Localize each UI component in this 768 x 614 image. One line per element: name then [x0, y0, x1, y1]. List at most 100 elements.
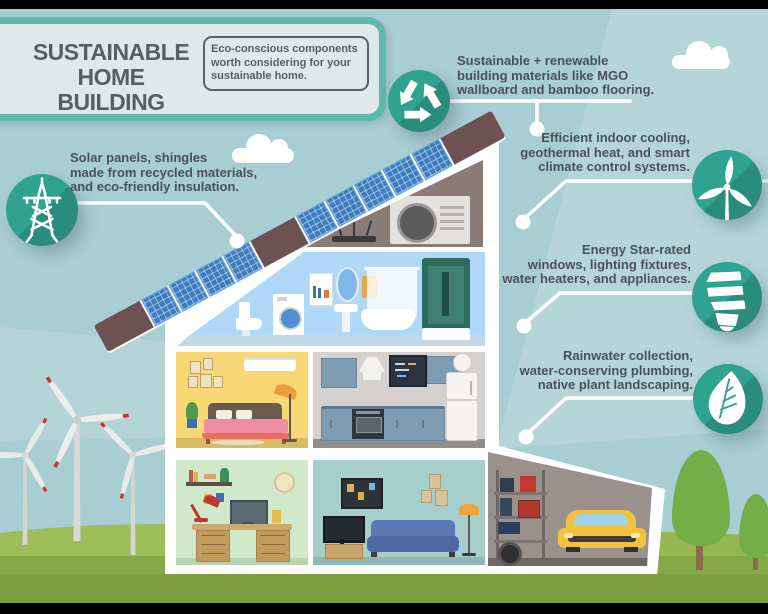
drawer-line	[261, 544, 285, 545]
wifi-router	[332, 236, 376, 242]
materials-icon-circle	[388, 70, 450, 132]
drawer-line	[201, 553, 225, 554]
title-line2: HOME BUILDING	[57, 64, 165, 115]
bed-blanket	[204, 419, 288, 433]
gas-can	[520, 476, 536, 492]
callout-materials: Sustainable + renewable building materia…	[457, 53, 655, 97]
climate-icon-circle	[692, 150, 762, 220]
room-bedroom	[176, 352, 308, 448]
tv-cabinet	[325, 544, 363, 559]
icon-shadow	[388, 70, 450, 132]
ac-unit	[244, 358, 296, 371]
living-room-floor	[313, 557, 485, 565]
pinned-note	[347, 484, 354, 492]
cabinet-handle	[396, 420, 398, 428]
hvac-vent	[440, 227, 464, 230]
bed-frame	[202, 433, 290, 439]
hvac-unit	[390, 196, 470, 244]
shower-panel	[442, 272, 449, 316]
book	[189, 470, 193, 482]
car-headlight	[564, 533, 573, 538]
letterbox-top	[0, 0, 768, 9]
oven-window	[356, 417, 382, 433]
router-antenna	[353, 218, 355, 236]
car-windshield	[574, 514, 628, 526]
sink-pedestal	[342, 312, 350, 332]
connector-water	[525, 396, 702, 436]
office-floor	[176, 558, 308, 565]
bathtub	[361, 309, 415, 330]
sofa-seat	[367, 536, 459, 552]
chalk-writing	[408, 363, 416, 365]
recycle-icon	[400, 79, 442, 123]
hvac-vent	[440, 206, 464, 209]
room-kitchen	[313, 352, 485, 448]
connector-dot	[516, 318, 532, 334]
hvac-fan	[397, 203, 437, 243]
floor-lamp-base	[283, 439, 297, 442]
callout-water: Rainwater collection, water-conserving p…	[519, 348, 693, 392]
room-garage	[488, 452, 652, 566]
cloud	[672, 41, 730, 69]
room-office	[176, 460, 308, 565]
car-wheel	[624, 547, 638, 552]
floor-lamp-pole	[289, 394, 291, 440]
countertop	[322, 406, 444, 409]
cloud	[232, 134, 294, 163]
battery-box	[498, 522, 520, 534]
toolbox	[518, 500, 540, 518]
pinned-note	[369, 483, 375, 490]
tv-stand-neck	[340, 539, 344, 544]
wind-turbine-large	[45, 376, 129, 541]
floor-lamp-base	[462, 553, 476, 556]
spare-tire	[498, 542, 522, 566]
leaf-icon	[708, 371, 746, 425]
toilet-bowl	[236, 318, 262, 330]
callout-climate: Efficient indoor cooling, geothermal hea…	[520, 130, 690, 174]
bathroom-mirror	[336, 267, 359, 302]
wall-clock	[274, 472, 295, 493]
chalkboard	[389, 355, 427, 387]
hvac-vent	[440, 213, 464, 216]
callout-solar: Solar panels, shingles made from recycle…	[70, 150, 258, 194]
range-hood	[359, 357, 385, 372]
page-title: SUSTAINABLE HOME BUILDING	[25, 40, 197, 115]
pillow	[216, 410, 232, 419]
storage-box	[500, 498, 512, 516]
ground-front	[0, 574, 768, 603]
plant-leaves	[186, 402, 198, 419]
toilet-base	[242, 330, 250, 336]
bottle	[313, 286, 316, 298]
book	[194, 472, 198, 482]
car-wheel	[566, 547, 580, 552]
picture-frame	[421, 490, 432, 503]
sofa-leg	[449, 552, 455, 557]
callout-energy: Energy Star-rated windows, lighting fixt…	[502, 242, 691, 286]
cabinet-handle	[422, 420, 424, 428]
desk-drawers-right	[256, 530, 290, 562]
solar-icon-circle	[6, 174, 78, 246]
wall-clock	[453, 353, 472, 372]
wind-turbine-icon	[697, 156, 752, 220]
wind-turbine-small-left	[0, 417, 48, 545]
pillow	[236, 410, 252, 419]
drawer-line	[261, 553, 285, 554]
title-line1: SUSTAINABLE	[32, 39, 190, 65]
picture-frame	[429, 474, 441, 489]
shelf	[494, 540, 547, 543]
bottle	[324, 290, 329, 298]
picture-frame	[435, 490, 448, 506]
cabinet-handle	[330, 420, 332, 428]
car-headlight	[631, 533, 640, 538]
picture-frame	[200, 374, 212, 388]
cfl-bulb-icon	[706, 271, 746, 332]
connector-dot	[515, 214, 531, 230]
shelf-plant	[220, 468, 229, 482]
sink-basin	[334, 304, 358, 312]
washing-machine	[273, 294, 304, 335]
drawer-line	[261, 535, 285, 536]
bottle	[318, 288, 321, 298]
connector-energy	[523, 291, 699, 325]
